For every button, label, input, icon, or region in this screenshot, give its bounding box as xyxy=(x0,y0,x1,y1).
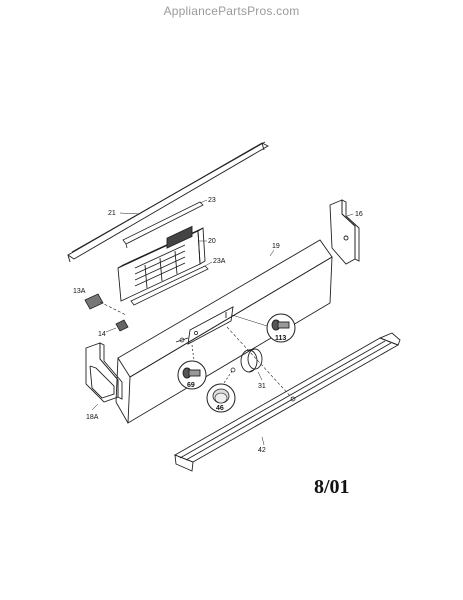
part-31-label: 31 xyxy=(258,383,266,390)
backguard-panel-19 xyxy=(115,239,333,424)
part-18a-label: 18A xyxy=(86,414,99,421)
clip-31 xyxy=(230,367,236,373)
callout-46 xyxy=(206,383,236,413)
part-42-label: 42 xyxy=(258,447,266,454)
clip-42 xyxy=(290,396,296,402)
callout-113-label: 113 xyxy=(275,335,286,342)
leader-16 xyxy=(346,213,354,217)
end-cap-18a xyxy=(85,342,123,403)
callout-113 xyxy=(266,313,296,343)
trim-strip-21 xyxy=(67,141,269,263)
leader-113 xyxy=(231,314,268,327)
part-20-label: 20 xyxy=(208,238,216,245)
part-21-label: 21 xyxy=(108,210,116,217)
callout-69 xyxy=(177,360,207,390)
part-14-label: 14 xyxy=(98,331,106,338)
part-23-label: 23 xyxy=(208,197,216,204)
leader-31 xyxy=(257,371,263,381)
leader-42 xyxy=(261,436,265,446)
bracket-23 xyxy=(122,201,204,249)
screw-assembly xyxy=(175,331,233,390)
leader-23a xyxy=(204,261,213,267)
bracket-23a xyxy=(130,265,209,306)
control-board-20 xyxy=(117,225,206,302)
trim-42 xyxy=(173,332,401,472)
bracket-13a xyxy=(84,293,104,310)
part-16-label: 16 xyxy=(355,211,363,218)
part-13a-label: 13A xyxy=(73,288,86,295)
leader-19 xyxy=(269,249,275,257)
revision-date: 8/01 xyxy=(314,476,350,498)
leader-23 xyxy=(199,199,208,204)
leader-18a xyxy=(91,403,99,411)
callout-69-label: 69 xyxy=(187,382,195,389)
leader-14 xyxy=(105,327,117,333)
dashed-line-13a xyxy=(99,301,127,316)
end-cap-16 xyxy=(329,199,360,265)
part-23a-label: 23A xyxy=(213,258,226,265)
part-19-label: 19 xyxy=(272,243,280,250)
callout-46-label: 46 xyxy=(216,405,224,412)
dashed-line-42 xyxy=(226,326,293,399)
watermark: AppliancePartsPros.com xyxy=(163,4,300,18)
leader-21 xyxy=(119,212,141,215)
knob-31 xyxy=(240,348,263,373)
clip-14 xyxy=(115,319,129,332)
